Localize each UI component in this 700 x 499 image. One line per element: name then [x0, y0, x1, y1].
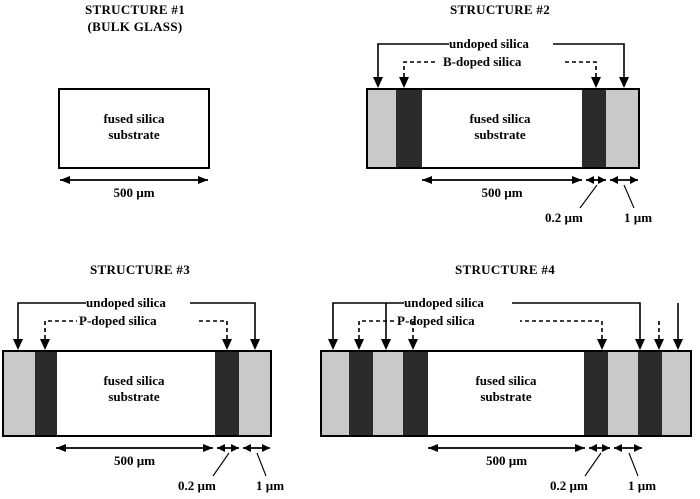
substrate-line-1: fused silica [469, 111, 531, 126]
callout-doped-silica [40, 320, 232, 350]
callout-undoped-silica [328, 302, 683, 350]
structure-4-title: STRUCTURE #4 [454, 262, 556, 277]
structure-2-stack [366, 88, 640, 169]
layer-undoped-left-outer [322, 352, 349, 435]
layer-undoped-right-outer [662, 352, 690, 435]
substrate-line-2: substrate [108, 389, 160, 405]
layer-doped-right [215, 352, 239, 435]
structure-2-dim-500-label: 500 µm [481, 185, 523, 200]
structure-3-substrate-label: fused silica substrate [55, 373, 213, 406]
layer-substrate [60, 90, 208, 167]
structure-1-title: STRUCTURE #1 [84, 2, 186, 17]
layer-doped-left-outer [348, 352, 374, 435]
structure-3-dim-02-label: 0.2 µm [178, 478, 216, 493]
structure-2-substrate-label: fused silica substrate [420, 111, 580, 144]
structure-4-stack [320, 350, 692, 437]
callout-doped-silica [399, 61, 601, 88]
layer-doped-left-inner [403, 352, 428, 435]
structure-3-doped-label: P-doped silica [79, 313, 157, 328]
layer-undoped-left [368, 90, 396, 167]
dim-arrow-1um [610, 176, 638, 209]
structure-2-title: STRUCTURE #2 [449, 2, 551, 17]
structure-3-undoped-label: undoped silica [86, 295, 166, 310]
layer-undoped-right-inner [607, 352, 638, 435]
dim-arrow-02um [579, 176, 606, 209]
structure-4-dim-1-label: 1 µm [628, 478, 657, 493]
layer-doped-right-outer [637, 352, 663, 435]
substrate-line-1: fused silica [103, 373, 165, 388]
layer-doped-left [396, 90, 422, 167]
layer-substrate [422, 90, 582, 167]
structure-4-undoped-label: undoped silica [404, 295, 484, 310]
dim-arrow-1um [614, 444, 642, 477]
dim-arrow-500um [428, 444, 585, 452]
structure-3-title: STRUCTURE #3 [89, 262, 191, 277]
structure-2-dim-02-label: 0.2 µm [545, 210, 583, 225]
callout-undoped-silica [373, 43, 629, 88]
layer-undoped-right [239, 352, 270, 435]
structure-1-subtitle: (BULK GLASS) [87, 19, 183, 34]
structure-3-stack [2, 350, 272, 437]
layer-substrate [427, 352, 585, 435]
dim-arrow-1um [243, 444, 270, 477]
substrate-line-2: substrate [480, 389, 532, 405]
structure-4-substrate-label: fused silica substrate [427, 373, 585, 406]
substrate-line-2: substrate [474, 127, 526, 143]
structure-3-dim-500-label: 500 µm [113, 453, 156, 468]
callout-doped-silica [354, 320, 664, 350]
structure-4-dim-02-label: 0.2 µm [550, 478, 588, 493]
structure-4-doped-label: P-doped silica [397, 313, 475, 328]
structure-2-undoped-label: undoped silica [449, 36, 529, 51]
substrate-line-1: fused silica [103, 111, 165, 126]
layer-doped-right [582, 90, 606, 167]
structure-2-doped-label: B-doped silica [443, 54, 522, 69]
layer-undoped-left [4, 352, 35, 435]
layer-undoped-right [606, 90, 638, 167]
dim-arrow-500um [60, 176, 208, 184]
dim-arrow-500um [422, 176, 582, 184]
dim-arrow-500um [56, 444, 213, 452]
callout-undoped-silica [13, 302, 260, 350]
structure-2-dim-1-label: 1 µm [624, 210, 653, 225]
dim-arrow-02um [584, 444, 610, 477]
structure-1-stack [58, 88, 210, 169]
structure-4-dim-500-label: 500 µm [485, 453, 528, 468]
layer-doped-left [35, 352, 57, 435]
structure-1-substrate-label: fused silica substrate [58, 111, 210, 144]
structure-1-dim-500-label: 500 µm [113, 185, 155, 200]
substrate-line-1: fused silica [475, 373, 537, 388]
substrate-line-2: substrate [108, 127, 160, 143]
layer-undoped-left-inner [373, 352, 404, 435]
layer-doped-right-inner [584, 352, 608, 435]
dim-arrow-02um [212, 444, 239, 477]
structure-3-dim-1-label: 1 µm [256, 478, 285, 493]
layer-substrate [57, 352, 215, 435]
